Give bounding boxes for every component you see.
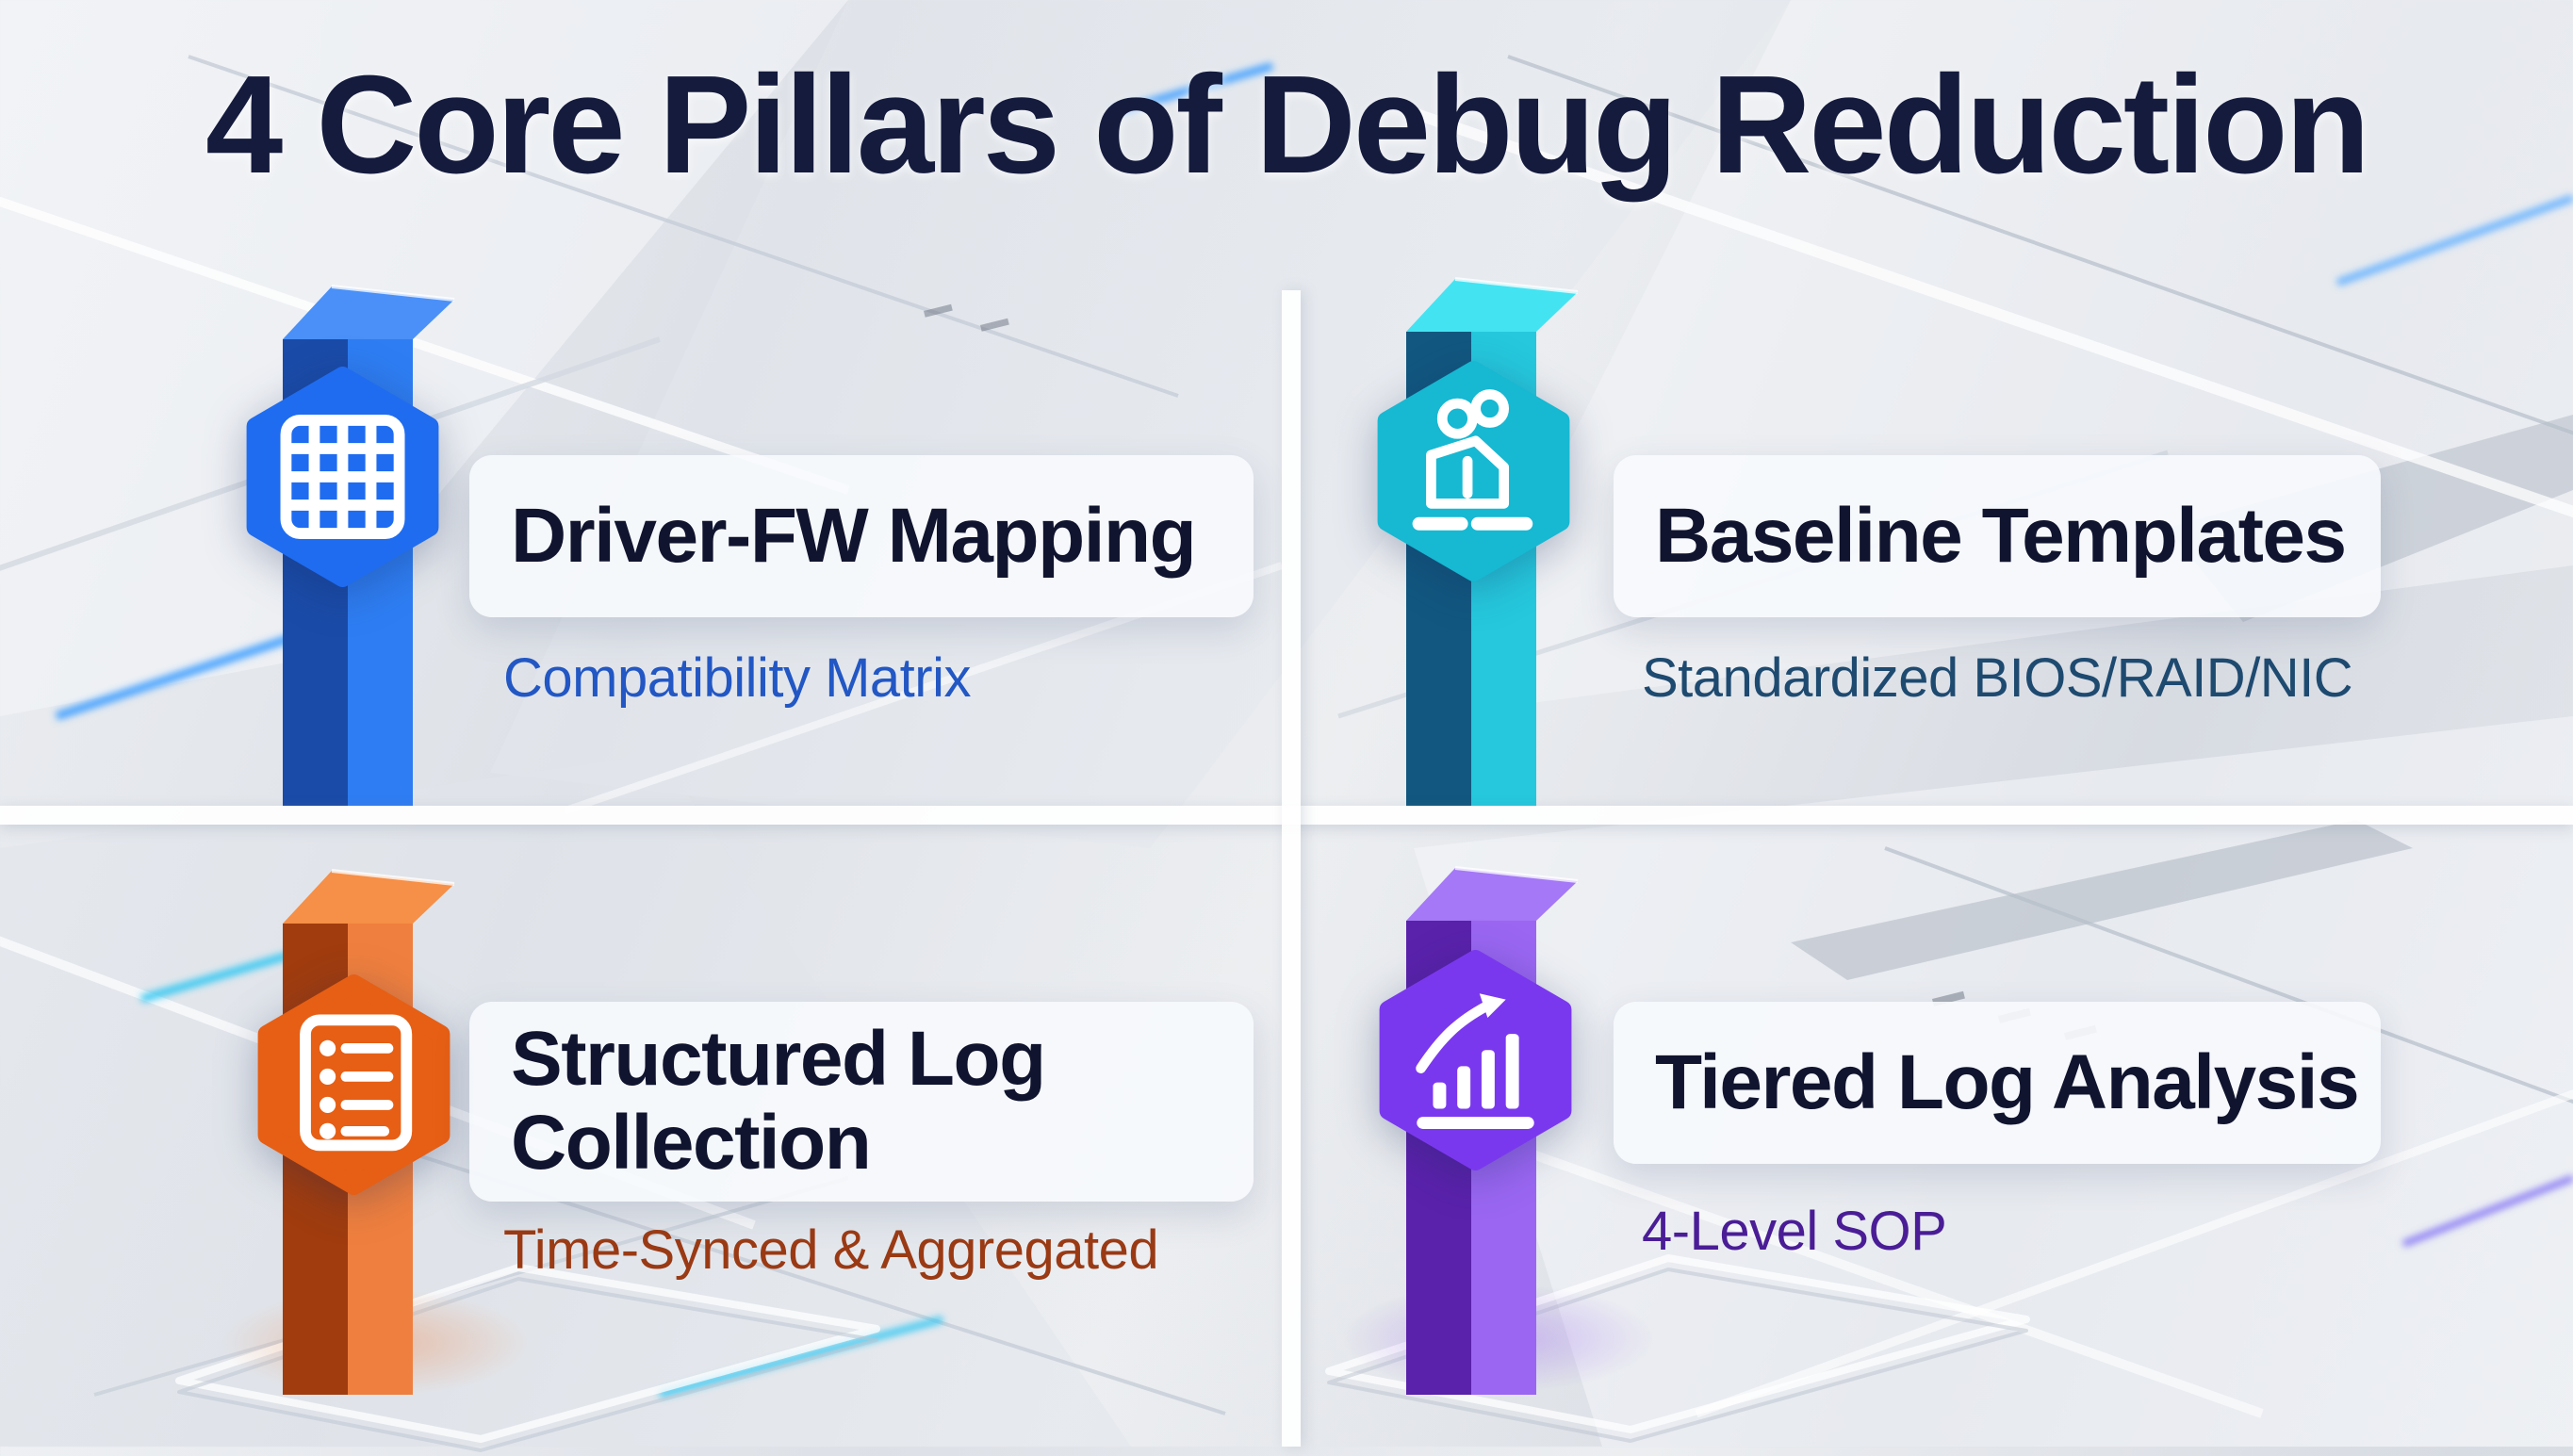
pillar-subtitle: Time-Synced & Aggregated (503, 1219, 1159, 1281)
pillar-section-baseline-templates: Baseline Templates Standardized BIOS/RAI… (1301, 226, 2573, 806)
bar-chart-growth-icon (1379, 950, 1572, 1170)
grid-matrix-icon (246, 367, 439, 587)
pillar-heading: Structured Log Collection (511, 1016, 1046, 1186)
pillar-section-driver-fw-mapping: Driver-FW Mapping Compatibility Matrix (0, 226, 1282, 806)
pillar-subtitle: Standardized BIOS/RAID/NIC (1642, 647, 2353, 709)
laptop-nodes-icon (1377, 361, 1570, 581)
pillar-subtitle: 4-Level SOP (1642, 1201, 1947, 1262)
heading-card: Tiered Log Analysis (1614, 1002, 2381, 1164)
heading-card: Baseline Templates (1614, 455, 2381, 617)
pillar-heading: Baseline Templates (1655, 492, 2347, 579)
pillar-section-tiered-log-analysis: Tiered Log Analysis 4-Level SOP (1282, 825, 2573, 1447)
page-title: 4 Core Pillars of Debug Reduction (205, 47, 2370, 203)
floor-platform-outline (1325, 1254, 2030, 1443)
pillar-subtitle: Compatibility Matrix (503, 647, 972, 709)
pillar-heading: Driver-FW Mapping (511, 492, 1197, 579)
pillar-heading: Tiered Log Analysis (1655, 1039, 2360, 1125)
vertical-divider (1282, 290, 1301, 1447)
heading-card: Driver-FW Mapping (469, 455, 1254, 617)
pillar-section-structured-log-collection: Structured Log Collection Time-Synced & … (0, 825, 1282, 1452)
heading-card: Structured Log Collection (469, 1002, 1254, 1202)
log-list-icon (257, 974, 451, 1195)
